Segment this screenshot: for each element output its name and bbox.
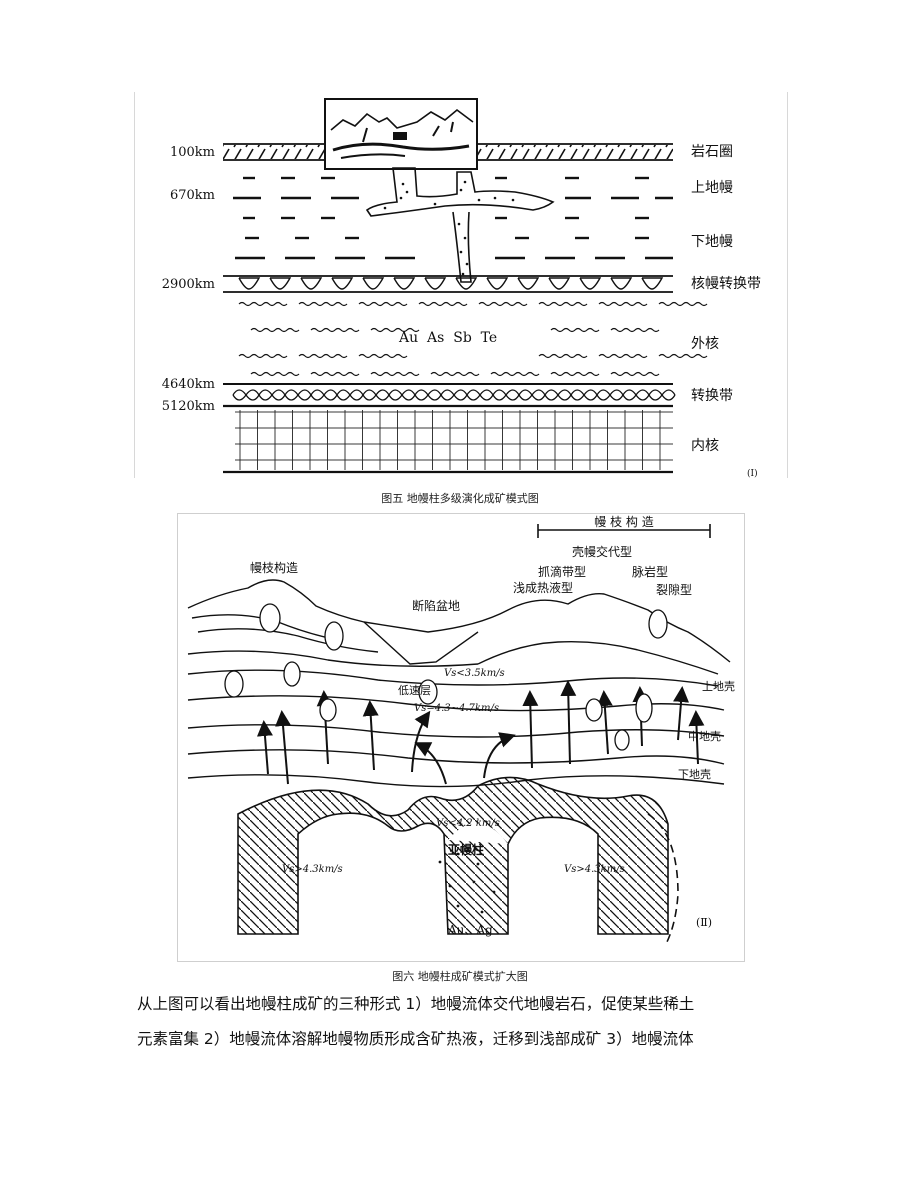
label-mantle-branch: 幔枝构造 — [250, 560, 298, 575]
label-vs-right: Vs>4.3km/s — [564, 864, 625, 875]
surface-topography — [187, 579, 731, 788]
surface-inset-box — [324, 98, 478, 170]
label-breccia-belt: 抓滴带型 — [538, 564, 586, 579]
figure-5-small-label: (I) — [747, 468, 758, 478]
label-vs-3-5: Vs<3.5km/s — [444, 668, 505, 679]
layer-label-transition-zone: 转换带 — [691, 387, 733, 404]
label-crust-mantle-metasomatic: 壳幔交代型 — [572, 544, 632, 559]
depth-label-4640km: 4640km — [162, 377, 215, 392]
lower-mantle-dashes — [235, 236, 673, 260]
upper-mantle-dashes — [233, 176, 673, 220]
sub-plume-dots — [438, 852, 496, 914]
body-paragraph-line-2: 元素富集 2）地幔流体溶解地幔物质形成含矿热液，迁移到浅部成矿 3）地幔流体 — [137, 1030, 694, 1048]
intrusion-bulbs — [224, 603, 668, 751]
depth-label-670km: 670km — [170, 188, 215, 203]
layer-label-inner-core: 内核 — [691, 438, 719, 454]
mantle-plume-stem — [365, 167, 555, 283]
sub-plume-body — [237, 776, 679, 945]
layer-label-lower-mantle: 下地幔 — [691, 234, 733, 250]
depth-label-100km: 100km — [170, 145, 215, 160]
body-paragraph-line-1: 从上图可以看出地幔柱成矿的三种形式 1）地幔流体交代地幔岩石，促使某些稀土 — [137, 995, 695, 1013]
label-vein-rock: 脉岩型 — [632, 564, 668, 579]
depth-label-5120km: 5120km — [162, 399, 215, 414]
layer-label-outer-core: 外核 — [691, 336, 719, 352]
label-low-velocity-layer: 低速层 — [398, 684, 431, 697]
outer-core-elements-label: Au As Sb Te — [398, 330, 497, 346]
label-epithermal: 浅成热液型 — [513, 580, 573, 595]
layer-label-upper-mantle: 上地幔 — [691, 180, 733, 196]
label-lower-crust: 下地壳 — [678, 767, 711, 781]
label-sub-plume: 亚幔柱 — [448, 842, 484, 857]
label-fissure: 裂隙型 — [656, 583, 692, 597]
label-upper-crust: 上地壳 — [702, 679, 735, 693]
label-middle-crust: 中地壳 — [688, 729, 721, 743]
layer-label-core-mantle-transition: 核幔转换带 — [691, 275, 761, 292]
label-vs-left: Vs>4.3km/s — [282, 864, 343, 875]
core-mantle-transition — [223, 275, 673, 293]
figure-6-mineralization-diagram: 幔 枝 构 造 — [177, 513, 745, 962]
header-mantle-branch-structure: 幔 枝 构 造 — [594, 514, 653, 529]
inner-transition-zone — [223, 383, 676, 408]
header-bracket — [537, 524, 711, 538]
label-figure-numeral: (Ⅱ) — [696, 916, 712, 929]
label-metals: Au、Ag — [447, 923, 493, 937]
figure-5-mantle-plume-diagram: 100km 670km 2900km 4640km 5120km 岩石圈 上地幔… — [134, 92, 788, 479]
label-fault-basin: 断陷盆地 — [412, 598, 460, 613]
depth-label-2900km: 2900km — [162, 277, 215, 292]
label-vs-4-2: Vs<4.2 km/s — [436, 818, 500, 829]
outer-core-waves — [238, 301, 708, 377]
figure-5-svg: 100km 670km 2900km 4640km 5120km 岩石圈 上地幔… — [162, 98, 761, 479]
layer-label-lithosphere: 岩石圈 — [691, 144, 733, 160]
inner-core-grid — [223, 410, 673, 474]
figure-6-caption: 图六 地幔柱成矿模式扩大图 — [392, 970, 528, 983]
label-vs-4-3-4-7: Vs=4.3~4.7km/s — [414, 703, 499, 714]
figure-6-svg: 幔 枝 构 造 — [187, 514, 735, 945]
figure-5-caption: 图五 地幔柱多级演化成矿模式图 — [381, 492, 539, 505]
